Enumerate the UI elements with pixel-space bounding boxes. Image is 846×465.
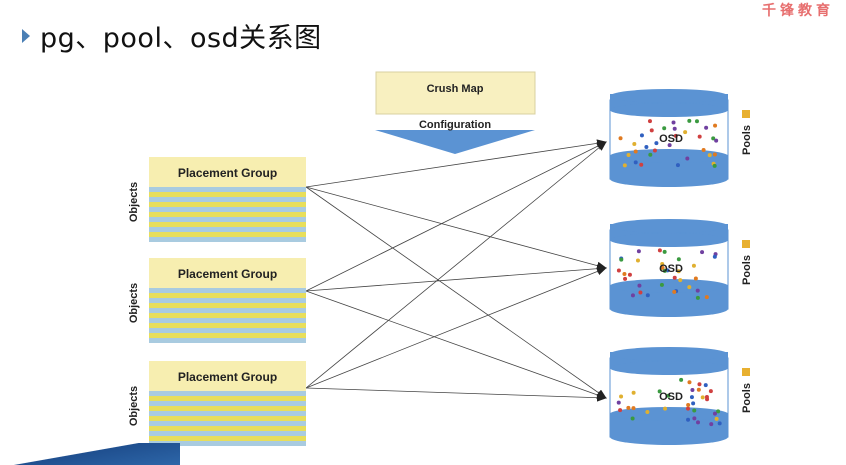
connector-pg3-osd2	[305, 267, 607, 389]
osd-1: OSD Pools	[609, 89, 753, 187]
pg-object-stripes	[149, 288, 306, 343]
pools-label: Pools	[741, 255, 753, 285]
osd-object-dots	[618, 118, 719, 168]
slide-title-text: pg、pool、osd关系图	[40, 23, 322, 54]
connector-pg2-osd1	[305, 141, 607, 292]
osd-label: OSD	[659, 391, 683, 403]
osd-3: OSD Pools	[609, 347, 753, 445]
pg-header	[149, 157, 306, 187]
pg-header	[149, 258, 306, 288]
osd-label: OSD	[659, 133, 683, 145]
logo-stamp: 千锋教育	[762, 3, 834, 19]
pg-header	[149, 361, 306, 391]
connector-pg1-osd3	[305, 186, 607, 399]
connector-pg1-osd1	[305, 139, 607, 188]
connector-pg2-osd2	[305, 264, 607, 292]
crush-map: Crush Map Configuration	[375, 71, 536, 154]
objects-label: Objects	[128, 386, 140, 426]
objects-label: Objects	[128, 283, 140, 323]
objects-label: Objects	[128, 182, 140, 222]
crush-map-arrow	[375, 130, 535, 154]
crush-map-title: Crush Map	[427, 83, 484, 95]
pools-label: Pools	[741, 383, 753, 413]
pg-label: Placement Group	[178, 370, 277, 384]
osd-2: OSD Pools	[609, 219, 753, 317]
connector-pg3-osd3	[305, 387, 607, 402]
pg-object-stripes	[149, 391, 306, 446]
crush-map-box	[375, 71, 536, 115]
bullet-icon	[22, 28, 30, 43]
connector-pg1-osd2	[305, 186, 607, 270]
pools-label: Pools	[741, 125, 753, 155]
crush-map-subtitle: Configuration	[419, 119, 491, 131]
connector-pg3-osd1	[305, 141, 607, 389]
osd-object-dots	[616, 377, 722, 427]
pg-object-stripes	[149, 187, 306, 242]
pg-label: Placement Group	[178, 267, 277, 281]
connector-pg2-osd3	[305, 290, 607, 399]
slide-corner-decoration	[0, 443, 180, 465]
connector-lines	[305, 139, 607, 402]
osd-object-dots	[616, 248, 718, 300]
slide-title: pg、pool、osd关系图	[22, 16, 322, 55]
pg-label: Placement Group	[178, 166, 277, 180]
osd-label: OSD	[659, 263, 683, 275]
